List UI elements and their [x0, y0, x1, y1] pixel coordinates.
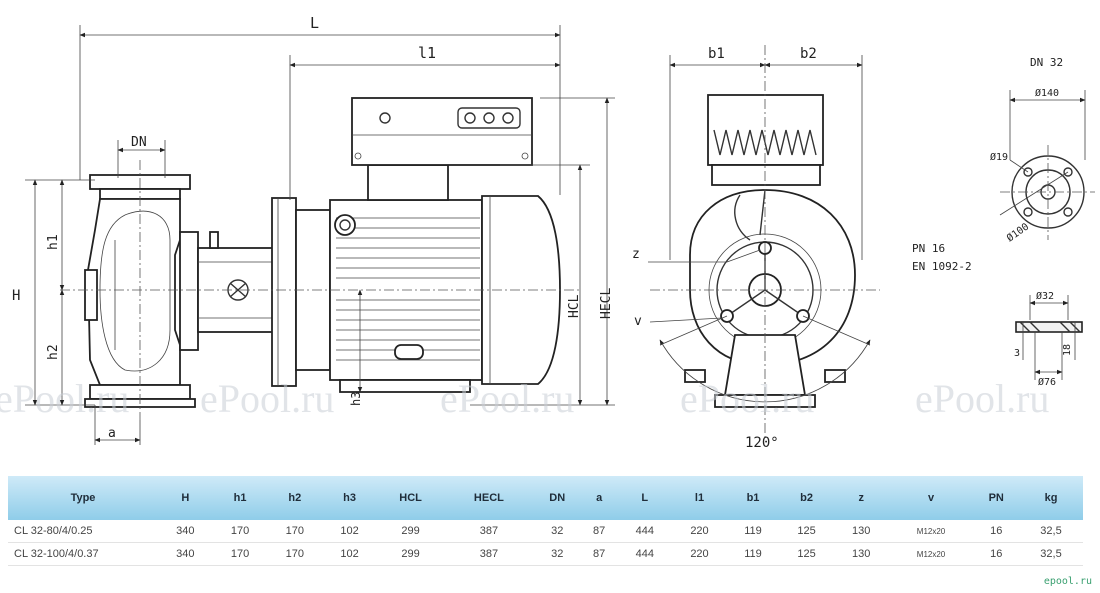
table-cell: 130: [833, 542, 889, 566]
watermark-text: ePool.ru: [0, 376, 129, 421]
dim-HCL: HCL: [567, 294, 582, 318]
dim-HECL: HECL: [599, 288, 614, 319]
dim-L: L: [310, 14, 319, 32]
table-cell: 444: [617, 520, 673, 543]
dim-DN: DN: [131, 135, 147, 150]
table-row: CL 32-100/4/0.37 340 170 170 102 299 387…: [8, 542, 1083, 566]
flange-pn: PN 16: [912, 242, 945, 255]
dim-v: v: [634, 314, 642, 329]
table-header-cell: L: [617, 476, 673, 520]
watermark-text: ePool.ru: [440, 376, 574, 421]
table-cell: 16: [973, 520, 1019, 543]
table-cell: 16: [973, 542, 1019, 566]
table-header-cell: b1: [726, 476, 780, 520]
table-header-cell: h3: [322, 476, 377, 520]
table-cell: 32: [533, 542, 581, 566]
table-row: CL 32-80/4/0.25 340 170 170 102 299 387 …: [8, 520, 1083, 543]
table-cell: 340: [158, 542, 213, 566]
table-cell: 220: [672, 520, 727, 543]
dim-a: a: [108, 426, 116, 441]
flange-d76: Ø76: [1038, 376, 1056, 388]
table-cell: 170: [267, 520, 323, 543]
table-cell: 444: [617, 542, 673, 566]
table-cell: 119: [726, 542, 780, 566]
table-cell: 130: [833, 520, 889, 543]
side-view: L l1 DN H h1 h2 a h3 HCL: [12, 14, 615, 445]
table-cell: 170: [267, 542, 323, 566]
table-cell: CL 32-100/4/0.37: [8, 542, 158, 566]
table-header-cell: h1: [212, 476, 268, 520]
dim-H: H: [12, 288, 20, 304]
flange-d3: 3: [1014, 348, 1020, 359]
watermark: ePool.ru ePool.ru ePool.ru ePool.ru ePoo…: [0, 376, 1049, 421]
flange-d18: 18: [1062, 344, 1073, 356]
flange-title: DN 32: [1030, 56, 1063, 69]
table-cell: CL 32-80/4/0.25: [8, 520, 158, 543]
table-cell: 32: [533, 520, 581, 543]
table-header-cell: b2: [779, 476, 834, 520]
table-cell: 170: [212, 520, 268, 543]
table-cell: 119: [726, 520, 780, 543]
table-cell: 102: [322, 542, 377, 566]
table-cell: 87: [580, 520, 618, 543]
table-cell: 387: [444, 520, 534, 543]
flange-d19: Ø19: [990, 151, 1008, 163]
table-header-cell: HCL: [376, 476, 445, 520]
table-cell: 340: [158, 520, 213, 543]
table-cell: 125: [779, 520, 834, 543]
table-cell: 299: [376, 520, 445, 543]
table-header-cell: l1: [672, 476, 727, 520]
spec-table: Type H h1 h2 h3 HCL HECL DN a L l1 b1 b2…: [8, 476, 1083, 566]
table-header-cell: a: [580, 476, 618, 520]
table-cell: 125: [779, 542, 834, 566]
table-header-cell: kg: [1019, 476, 1083, 520]
dim-h2: h2: [46, 344, 61, 360]
dim-h3: h3: [349, 392, 363, 406]
flange-d100: Ø100: [1005, 221, 1032, 245]
table-header-cell: DN: [533, 476, 581, 520]
table-cell: 170: [212, 542, 268, 566]
dim-angle: 120°: [745, 435, 779, 451]
table-header-cell: Type: [8, 476, 158, 520]
dim-l1: l1: [418, 44, 436, 62]
table-header-cell: h2: [267, 476, 323, 520]
dim-z: z: [632, 247, 640, 262]
watermark-text: ePool.ru: [915, 376, 1049, 421]
watermark-text: ePool.ru: [680, 376, 814, 421]
table-cell: 32,5: [1019, 520, 1083, 543]
watermark-text: ePool.ru: [200, 376, 334, 421]
table-header-cell: z: [833, 476, 889, 520]
dim-b2: b2: [800, 46, 817, 62]
table-header-cell: HECL: [444, 476, 534, 520]
table-header-row: Type H h1 h2 h3 HCL HECL DN a L l1 b1 b2…: [8, 476, 1083, 520]
table-cell: 32,5: [1019, 542, 1083, 566]
table-cell: 299: [376, 542, 445, 566]
dim-h1: h1: [46, 234, 61, 250]
table-cell: 220: [672, 542, 727, 566]
table-cell: 387: [444, 542, 534, 566]
table-cell: 87: [580, 542, 618, 566]
table-cell: 102: [322, 520, 377, 543]
front-view: b1 b2 z v 120°: [632, 45, 880, 451]
table-header-cell: H: [158, 476, 213, 520]
table-header-cell: PN: [973, 476, 1019, 520]
flange-d32: Ø32: [1036, 290, 1054, 302]
flange-standard: EN 1092-2: [912, 260, 972, 273]
table-header-cell: v: [888, 476, 974, 520]
table-cell: M12x20: [888, 520, 974, 543]
flange-d140: Ø140: [1035, 87, 1059, 99]
site-logo: epool.ru: [1043, 576, 1092, 587]
dim-b1: b1: [708, 46, 725, 62]
pump-technical-drawing: L l1 DN H h1 h2 a h3 HCL: [0, 14, 1095, 451]
flange-detail: DN 32 Ø140 Ø19 Ø100 PN 16 EN 1092-2 Ø32 …: [912, 56, 1095, 388]
table-cell: M12x20: [888, 542, 974, 566]
